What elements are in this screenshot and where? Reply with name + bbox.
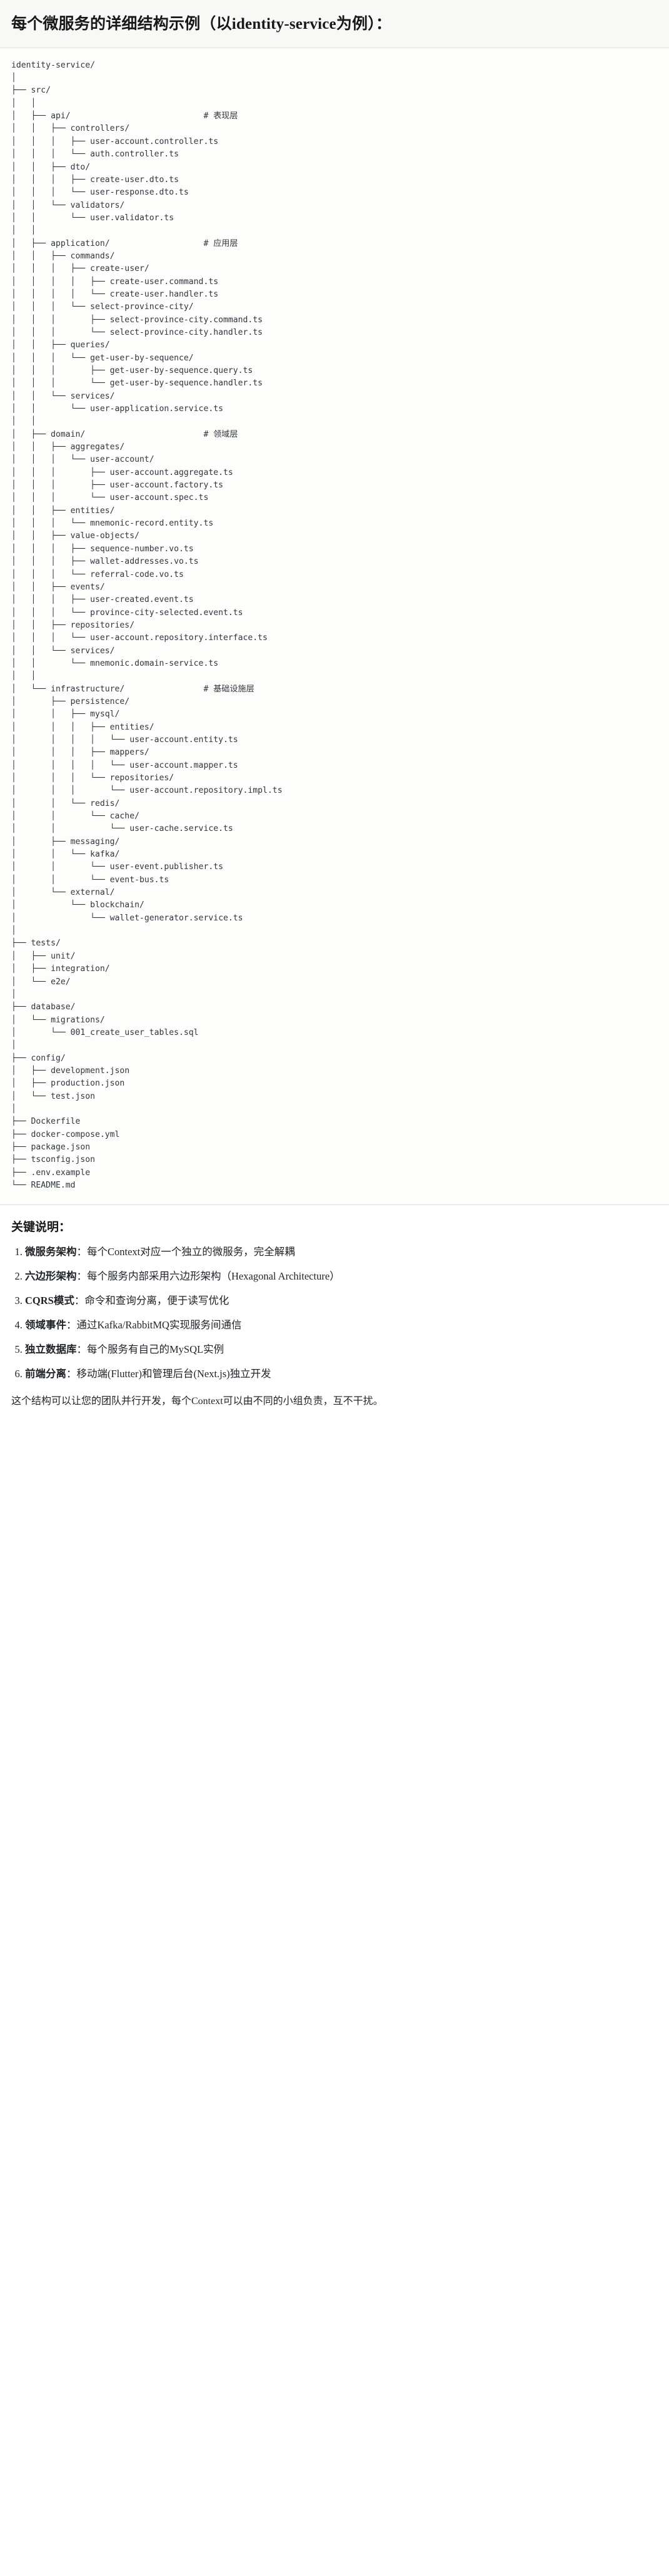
key-point-term: 前端分离 [25,1367,66,1380]
list-item: 前端分离：移动端(Flutter)和管理后台(Next.js)独立开发 [25,1367,658,1382]
list-item: 六边形架构：每个服务内部采用六边形架构（Hexagonal Architectu… [25,1269,658,1284]
key-point-separator: ： [66,1367,77,1380]
page-root: 每个微服务的详细结构示例（以identity-service为例）： ident… [0,0,669,1419]
key-point-desc: 命令和查询分离，便于读写优化 [84,1295,229,1307]
key-point-term: 独立数据库 [25,1343,77,1356]
key-point-desc: 每个服务有自己的MySQL实例 [87,1343,224,1356]
key-point-separator: ： [66,1319,77,1331]
key-point-separator: ： [76,1270,88,1283]
key-point-term: 微服务架构 [25,1246,77,1258]
key-points-list: 微服务架构：每个Context对应一个独立的微服务，完全解耦 六边形架构：每个服… [11,1245,658,1382]
key-point-desc: 通过Kafka/RabbitMQ实现服务间通信 [76,1319,242,1331]
list-item: 独立数据库：每个服务有自己的MySQL实例 [25,1342,658,1357]
page-title: 每个微服务的详细结构示例（以identity-service为例）： [11,16,392,33]
list-item: CQRS模式：命令和查询分离，便于读写优化 [25,1293,658,1308]
key-point-term: 六边形架构 [25,1270,77,1283]
list-item: 领域事件：通过Kafka/RabbitMQ实现服务间通信 [25,1318,658,1333]
key-point-desc: 每个Context对应一个独立的微服务，完全解耦 [87,1246,295,1258]
directory-tree: identity-service/ │ ├── src/ │ │ │ ├── a… [11,60,283,1190]
key-point-term: CQRS模式 [25,1295,74,1307]
key-points-section: 关键说明： 微服务架构：每个Context对应一个独立的微服务，完全解耦 六边形… [0,1205,669,1419]
key-point-separator: ： [76,1246,88,1258]
key-points-footnote: 这个结构可以让您的团队并行开发，每个Context可以由不同的小组负责，互不干扰… [11,1395,383,1407]
key-point-desc: 移动端(Flutter)和管理后台(Next.js)独立开发 [76,1367,271,1380]
document-header: 每个微服务的详细结构示例（以identity-service为例）： [0,0,669,48]
key-points-title: 关键说明： [11,1221,71,1235]
key-point-desc: 每个服务内部采用六边形架构（Hexagonal Architecture） [87,1270,340,1283]
key-point-term: 领域事件 [25,1319,66,1331]
list-item: 微服务架构：每个Context对应一个独立的微服务，完全解耦 [25,1245,658,1260]
key-point-separator: ： [74,1295,85,1307]
directory-tree-block: identity-service/ │ ├── src/ │ │ │ ├── a… [0,48,669,1206]
key-point-separator: ： [76,1343,88,1356]
